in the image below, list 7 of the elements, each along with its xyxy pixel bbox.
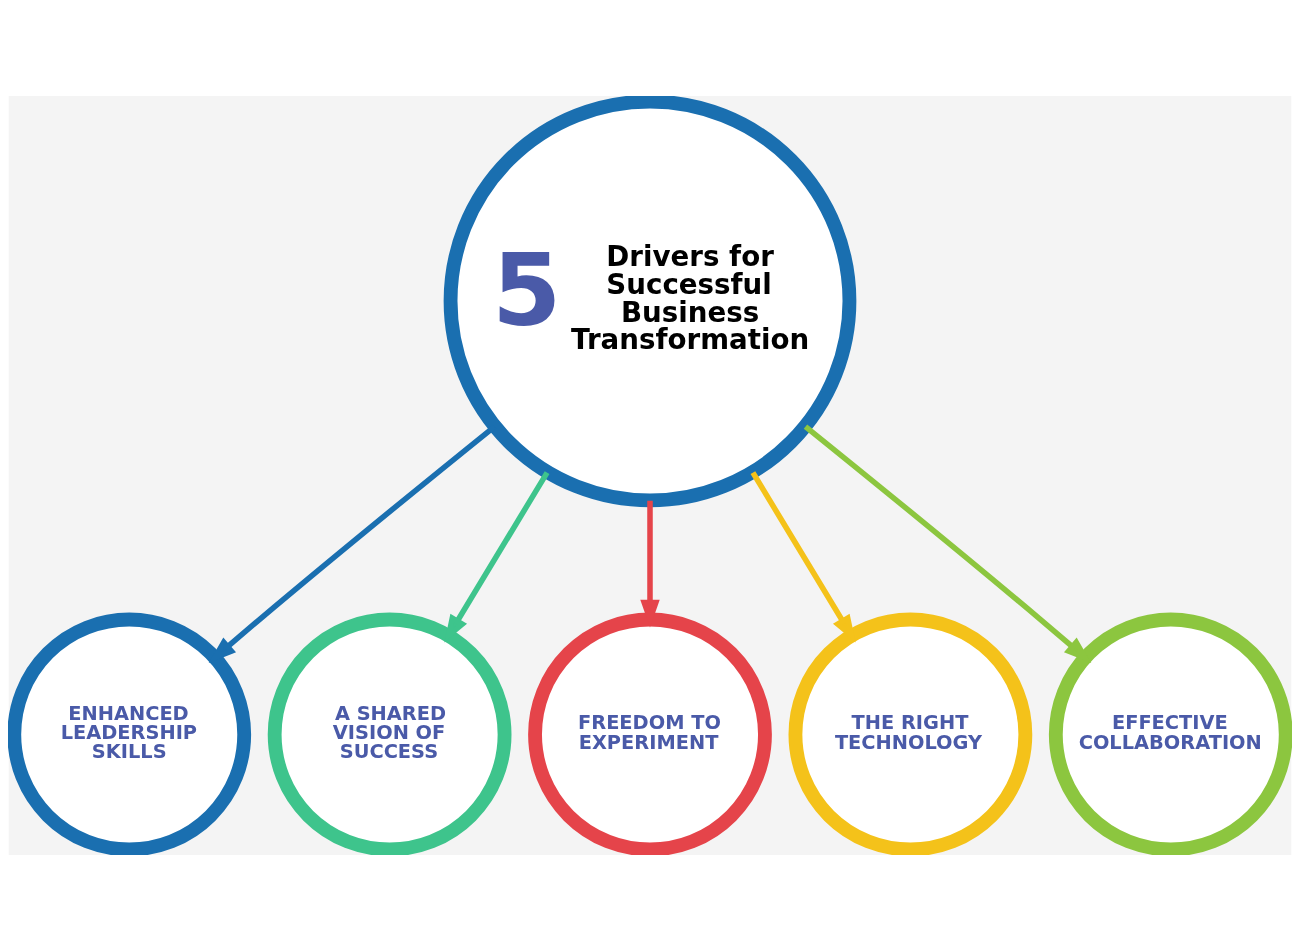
arrow bbox=[750, 470, 856, 643]
node-circle: FREEDOM TO EXPERIMENT bbox=[528, 612, 772, 855]
arrow bbox=[444, 470, 550, 643]
node-circle: ENHANCED LEADERSHIP SKILLS bbox=[8, 612, 252, 855]
node-circle: EFFECTIVE COLLABORATION bbox=[1048, 612, 1292, 855]
arrow bbox=[803, 423, 1092, 663]
arrow bbox=[640, 500, 660, 628]
